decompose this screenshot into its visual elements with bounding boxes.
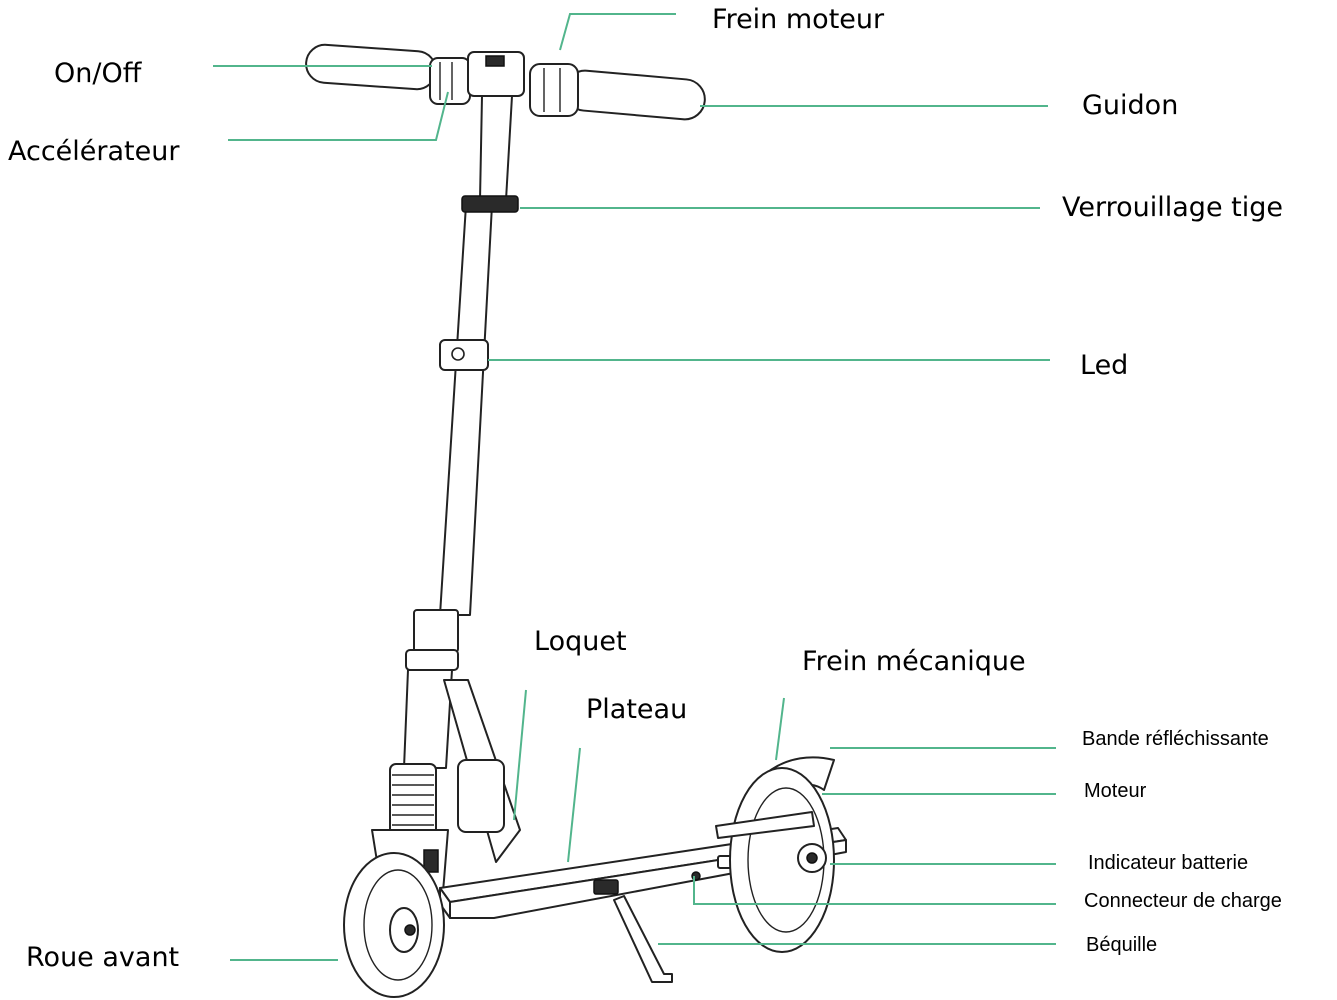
label-plateau: Plateau <box>586 694 688 725</box>
label-guidon: Guidon <box>1082 90 1179 121</box>
front-wheel <box>343 852 445 998</box>
label-roue-avant: Roue avant <box>26 942 180 973</box>
label-loquet: Loquet <box>534 626 627 657</box>
label-bequille: Béquille <box>1086 934 1158 956</box>
label-frein-mecanique: Frein mécanique <box>802 646 1026 677</box>
label-led: Led <box>1080 350 1129 381</box>
label-bande-reflechissante: Bande réfléchissante <box>1082 728 1269 750</box>
label-indicateur-batterie: Indicateur batterie <box>1088 852 1249 874</box>
handlebar <box>305 43 706 121</box>
leader-lines <box>213 13 1056 961</box>
label-frein-moteur: Frein moteur <box>712 4 885 35</box>
label-on-off: On/Off <box>54 58 142 89</box>
label-moteur: Moteur <box>1084 780 1147 802</box>
kickstand <box>613 895 673 983</box>
label-verrouillage-tige: Verrouillage tige <box>1062 192 1283 223</box>
rear-wheel <box>715 756 835 953</box>
stem <box>389 95 521 863</box>
label-accelerateur: Accélérateur <box>8 136 180 167</box>
label-connecteur-de-charge: Connecteur de charge <box>1084 890 1282 912</box>
